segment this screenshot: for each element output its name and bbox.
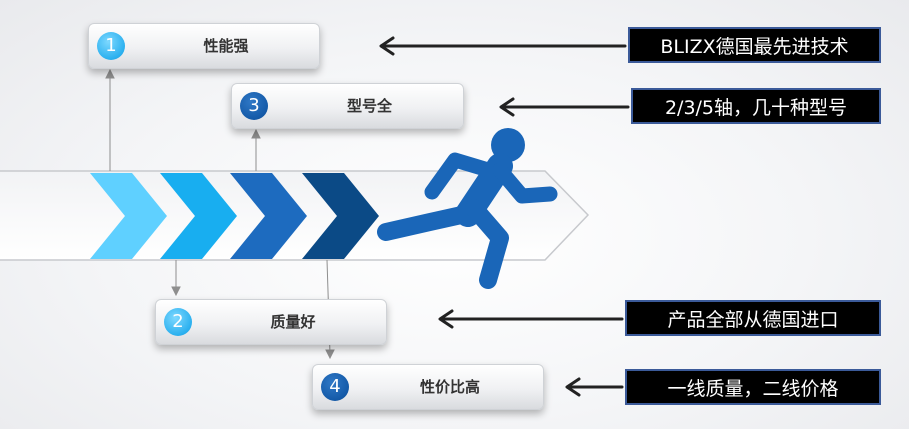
callout-box-1: BLIZX德国最先进技术 — [628, 27, 881, 63]
running-man-icon — [377, 128, 558, 289]
chevron-2 — [160, 173, 237, 259]
number-badge: 4 — [321, 373, 349, 401]
connector-arrowhead-2 — [171, 286, 181, 297]
feature-label: 质量好 — [270, 313, 316, 331]
number-badge: 2 — [164, 308, 192, 336]
chevron-4 — [302, 173, 379, 259]
feature-card-1: 1 性能强 — [88, 23, 320, 69]
number-badge: 3 — [240, 92, 268, 120]
callout-box-2: 2/3/5轴，几十种型号 — [631, 88, 881, 124]
number-badge: 1 — [97, 32, 125, 60]
connector-arrowhead-1 — [105, 68, 115, 79]
chevron-1 — [90, 173, 167, 259]
connector-arrowhead-3 — [251, 128, 261, 139]
feature-label: 性价比高 — [419, 378, 480, 396]
callout-box-3: 产品全部从德国进口 — [625, 300, 881, 336]
feature-label: 性能强 — [203, 37, 249, 55]
feature-label: 型号全 — [346, 97, 392, 115]
callout-box-4: 一线质量，二线价格 — [625, 369, 881, 405]
chevron-3 — [230, 173, 307, 259]
feature-card-2: 2 质量好 — [155, 299, 387, 345]
feature-card-3: 3 型号全 — [231, 83, 464, 129]
feature-card-4: 4 性价比高 — [312, 364, 544, 410]
connector-arrowhead-4 — [325, 349, 335, 360]
